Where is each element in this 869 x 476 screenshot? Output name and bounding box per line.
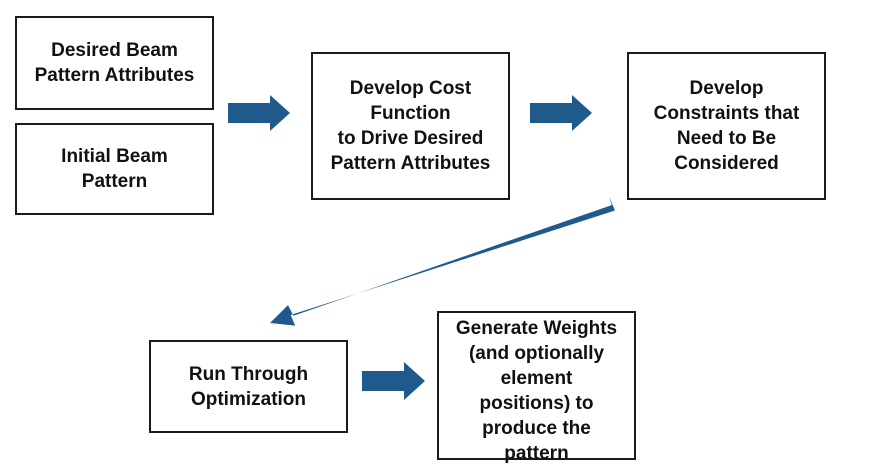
generate-weights-box: Generate Weights (and optionally element… bbox=[437, 311, 636, 464]
box-line: Generate Weights bbox=[455, 318, 618, 339]
box-line: Desired Beam bbox=[51, 40, 178, 61]
box-line: produce the bbox=[482, 418, 591, 439]
initial-beam-pattern-box: Initial Beam Pattern bbox=[15, 123, 214, 215]
box-line: Run Through bbox=[188, 363, 309, 385]
box-line: Optimization bbox=[190, 388, 307, 410]
run-through-optimization-box: Run Through Optimization bbox=[149, 340, 348, 433]
box-line: Develop Cost bbox=[349, 78, 472, 99]
box-line: Pattern bbox=[81, 171, 148, 192]
box-line: Develop bbox=[689, 78, 764, 99]
arrow-cost-to-constraints bbox=[530, 95, 592, 131]
box-line: (and optionally bbox=[468, 343, 605, 364]
box-line: Pattern Attributes bbox=[330, 153, 491, 174]
arrow-inputs-to-cost bbox=[228, 95, 290, 131]
box-line: element bbox=[500, 368, 573, 389]
box-line: pattern bbox=[504, 443, 569, 464]
desired-beam-pattern-attributes-box: Desired Beam Pattern Attributes bbox=[15, 16, 214, 110]
box-line: Pattern Attributes bbox=[34, 65, 195, 86]
box-line: Considered bbox=[674, 153, 779, 174]
box-line: positions) to bbox=[479, 393, 594, 414]
arrow-run-to-generate bbox=[362, 362, 425, 400]
box-line: Initial Beam bbox=[61, 146, 168, 167]
arrow-constraints-to-run bbox=[270, 196, 615, 326]
box-line: Need to Be bbox=[676, 128, 777, 149]
develop-constraints-box: Develop Constraints that Need to Be Cons… bbox=[627, 52, 826, 200]
box-line: Function bbox=[370, 103, 451, 124]
box-line: to Drive Desired bbox=[337, 128, 484, 149]
box-line: Constraints that bbox=[653, 103, 800, 124]
develop-cost-function-box: Develop Cost Function to Drive Desired P… bbox=[311, 52, 510, 200]
